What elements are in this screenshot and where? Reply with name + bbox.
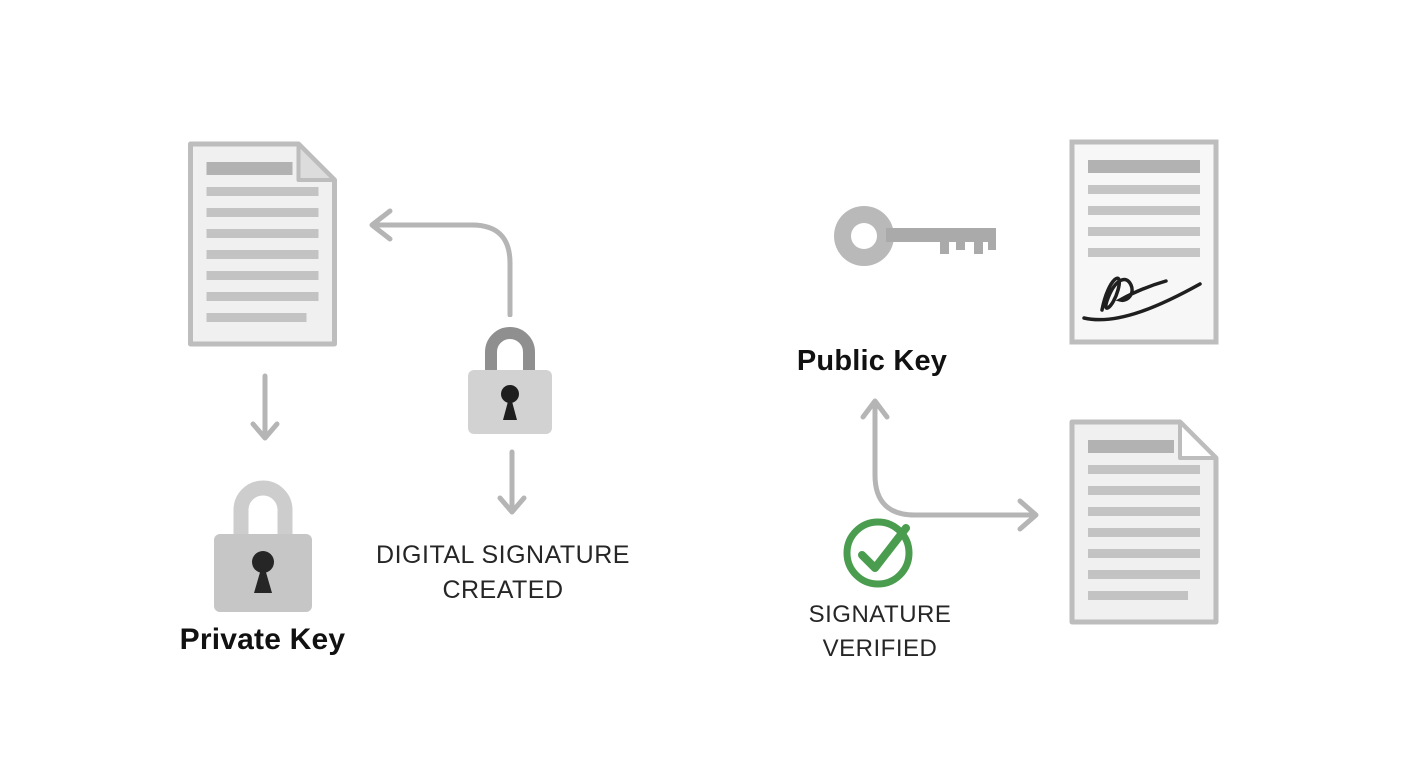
document-icon xyxy=(185,140,340,348)
arrow-down-icon xyxy=(495,448,529,526)
document-icon xyxy=(1068,418,1220,626)
public-key-label: Public Key xyxy=(796,345,948,377)
digital-signature-created-label: DIGITAL SIGNATURE CREATED xyxy=(376,541,630,604)
private-key-label: Private Key xyxy=(179,623,346,656)
arrow-curved-left-icon xyxy=(362,205,522,317)
signature-scribble-icon xyxy=(1082,276,1202,322)
signed-document-icon xyxy=(1068,138,1220,346)
arrow-curved-up-right-icon xyxy=(858,393,1050,535)
key-icon xyxy=(828,198,1003,274)
arrow-down-icon xyxy=(248,372,282,452)
signature-verified-label: SIGNATURE VERIFIED xyxy=(808,601,952,662)
private-key-padlock-icon xyxy=(208,462,318,617)
signing-padlock-icon xyxy=(463,312,557,438)
checkmark-circle-icon xyxy=(840,512,918,590)
